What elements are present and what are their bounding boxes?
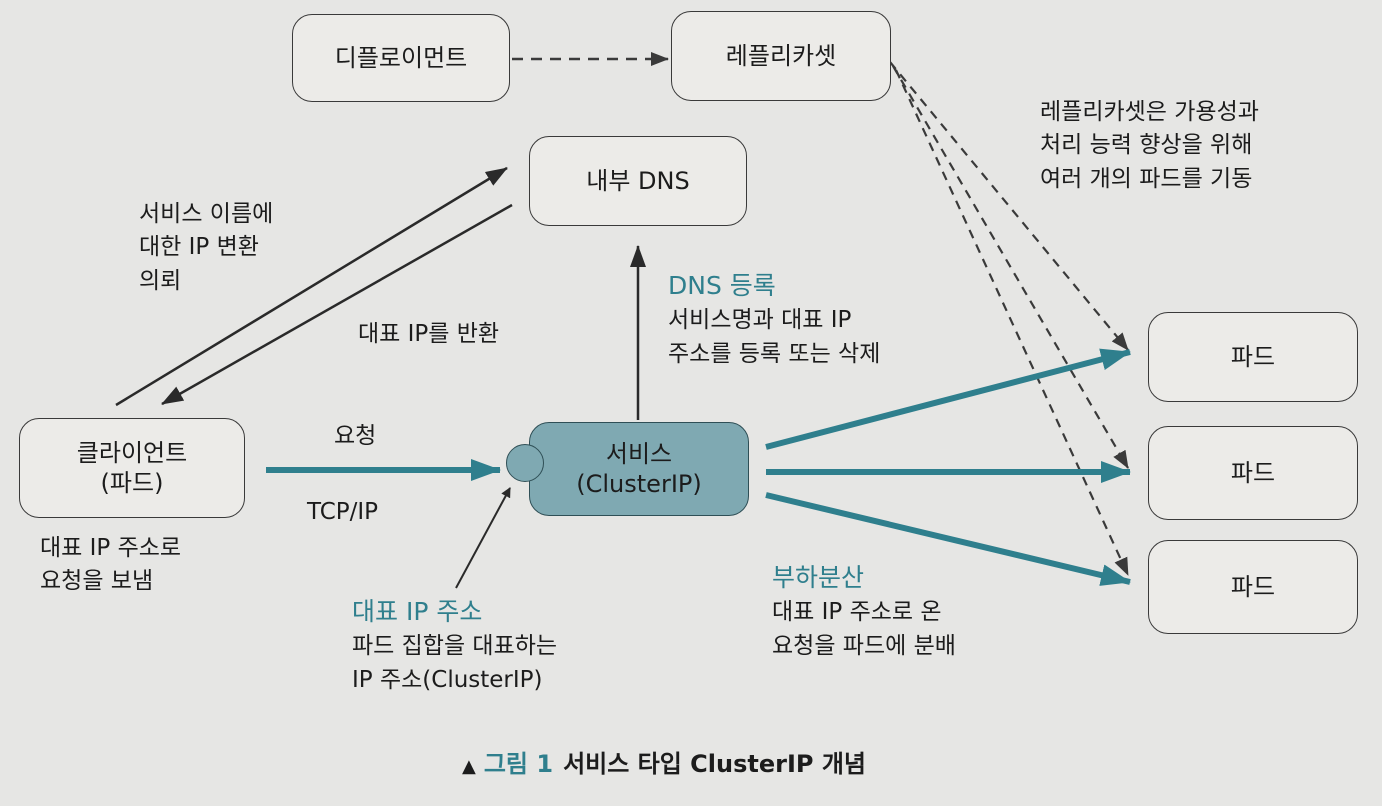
service-label-line2: (ClusterIP) xyxy=(576,470,702,498)
caption-text: 서비스 타입 ClusterIP 개념 xyxy=(563,750,867,778)
pod-node-3: 파드 xyxy=(1148,540,1358,634)
dns-return-arrow xyxy=(161,203,513,406)
dns-node: 내부 DNS xyxy=(529,136,747,226)
caption-figure-number: 그림 1 xyxy=(483,750,554,778)
replicaset-note: 레플리카셋은 가용성과 처리 능력 향상을 위해 여러 개의 파드를 기동 xyxy=(1040,99,1259,192)
pod-node-2: 파드 xyxy=(1148,426,1358,520)
replicaset-to-pod3-arrow xyxy=(895,69,1129,576)
client-node: 클라이언트 (파드) xyxy=(19,418,245,518)
return-ip-note: 대표 IP를 반환 xyxy=(358,321,500,347)
replicaset-to-pod1-arrow xyxy=(889,61,1129,351)
dns-register-title: DNS 등록 xyxy=(668,271,776,300)
service-label-line1: 서비스 xyxy=(605,440,673,468)
load-balancing-note: 부하분산 대표 IP 주소로 온 요청을 파드에 분배 xyxy=(772,560,956,663)
pod-label: 파드 xyxy=(1230,459,1276,487)
replicaset-label: 레플리카셋 xyxy=(725,42,837,70)
tcpip-label: TCP/IP xyxy=(307,499,379,525)
client-label-line1: 클라이언트 xyxy=(76,439,188,467)
pod-node-1: 파드 xyxy=(1148,312,1358,402)
cluster-ip-pointer-arrow xyxy=(455,487,511,589)
dns-label: 내부 DNS xyxy=(586,167,690,195)
deployment-label: 디플로이먼트 xyxy=(334,44,468,72)
client-label-line2: (파드) xyxy=(100,469,164,497)
pod-label: 파드 xyxy=(1230,573,1276,601)
replicaset-node: 레플리카셋 xyxy=(671,11,891,101)
caption-marker: ▲ xyxy=(462,756,476,777)
pod-label: 파드 xyxy=(1230,343,1276,371)
cluster-ip-title: 대표 IP 주소 xyxy=(352,597,483,626)
cluster-ip-note: 대표 IP 주소 파드 집합을 대표하는 IP 주소(ClusterIP) xyxy=(352,594,557,697)
dns-query-note: 서비스 이름에 대한 IP 변환 의뢰 xyxy=(139,201,274,294)
request-label: 요청 xyxy=(334,423,377,449)
service-node: 서비스 (ClusterIP) xyxy=(529,422,749,516)
dns-query-arrow xyxy=(115,166,508,407)
client-note: 대표 IP 주소로 요청을 보냄 xyxy=(40,535,182,595)
dns-register-note: DNS 등록 서비스명과 대표 IP 주소를 등록 또는 삭제 xyxy=(668,268,880,371)
lb-to-pod3-arrow xyxy=(765,492,1131,586)
figure-caption: ▲ 그림 1 서비스 타입 ClusterIP 개념 xyxy=(462,744,866,779)
deployment-node: 디플로이먼트 xyxy=(292,14,510,102)
replicaset-to-pod2-arrow xyxy=(892,65,1129,469)
lb-to-pod1-arrow xyxy=(765,348,1131,450)
load-balancing-title: 부하분산 xyxy=(772,563,865,592)
cluster-ip-port xyxy=(506,444,544,482)
